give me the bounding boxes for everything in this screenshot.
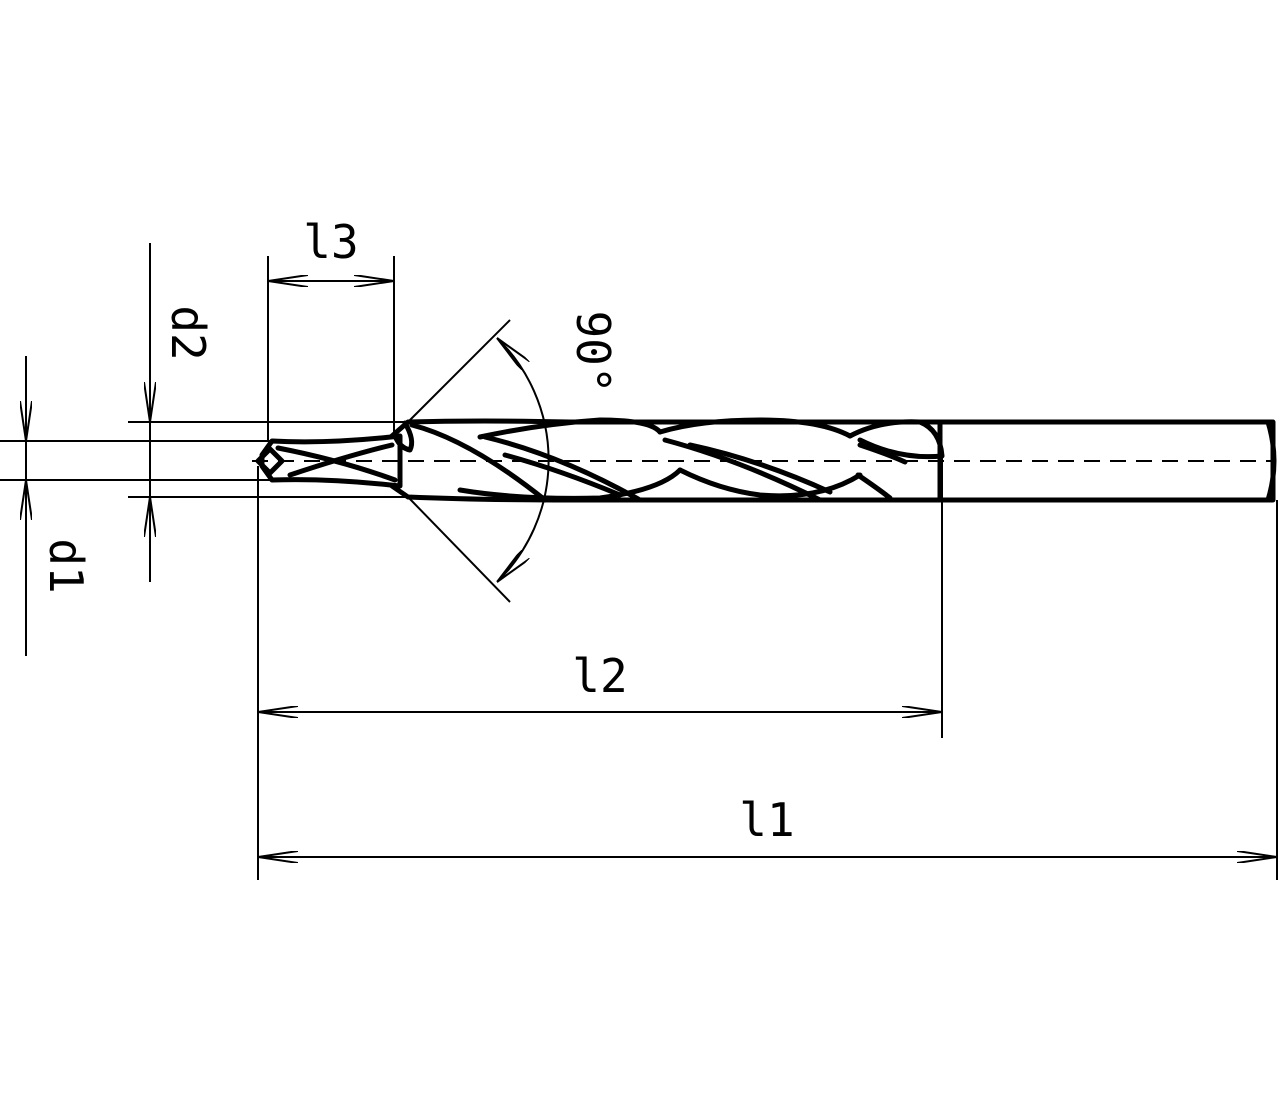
label-d1: d1 <box>39 538 93 593</box>
flute-4 <box>847 419 945 460</box>
label-l1: l1 <box>739 793 794 847</box>
pilot-section <box>259 433 403 489</box>
dimension-angle: 90° <box>407 310 620 603</box>
dimension-d1: d1 <box>0 356 272 656</box>
flute-2 <box>482 434 643 503</box>
dimension-l2: l2 <box>257 456 943 880</box>
dimension-l3: l3 <box>267 215 395 442</box>
dimension-l1: l1 <box>258 500 1278 880</box>
drill-bit <box>255 417 1277 503</box>
label-angle: 90° <box>566 310 620 393</box>
label-l3: l3 <box>303 215 358 269</box>
flute-3 <box>662 437 823 503</box>
label-d2: d2 <box>161 305 215 360</box>
dimension-d2: d2 <box>128 243 408 582</box>
label-l2: l2 <box>572 649 627 703</box>
